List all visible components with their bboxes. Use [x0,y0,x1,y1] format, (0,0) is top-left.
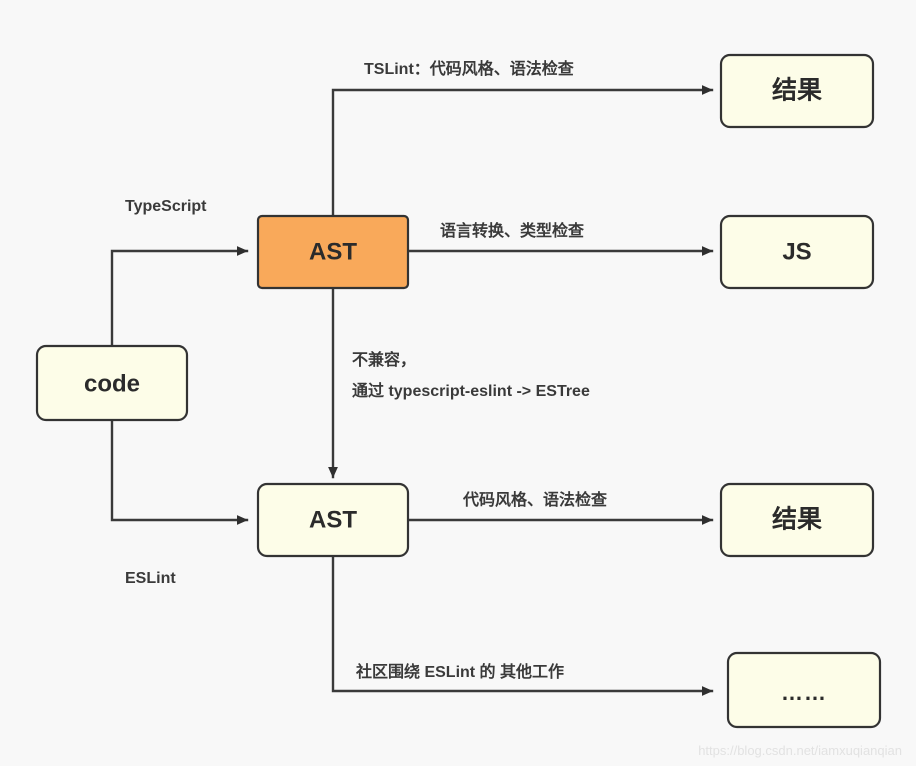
edge-label-tslint: TSLint：代码风格、语法检查 [364,59,574,78]
node-code-label: code [84,370,140,397]
side-label-eslint: ESLint [125,570,176,587]
node-ast-eslint[interactable]: AST [256,482,410,558]
node-js-label: JS [782,238,811,265]
edge-code-to-ast-eslint [110,416,249,525]
node-code-box[interactable] [35,344,189,422]
edge-code-to-ast-typescript [110,246,249,350]
edge-ast-typescript-to-result [331,85,714,218]
edge-label-eslint-check: 代码风格、语法检查 [462,490,607,509]
node-ast-typescript-label: AST [309,238,357,265]
node-result-eslint-box[interactable] [719,482,875,558]
node-ast-eslint-label: AST [309,506,357,533]
node-others-box[interactable] [726,651,882,729]
node-result-tslint[interactable]: 结果 [719,53,875,129]
watermark-url: https://blog.csdn.net/iamxuqianqian [698,743,902,758]
node-code[interactable]: code [35,344,189,422]
edge-label-ts-compile: 语言转换、类型检查 [440,221,584,240]
edge-label-community: 社区围绕 ESLint 的 其他工作 [355,662,564,681]
node-others-label: …… [781,680,827,705]
node-result-tslint-box[interactable] [719,53,875,129]
node-ast-typescript[interactable]: AST [256,214,410,290]
edge-ast-eslint-to-others [331,554,714,696]
side-label-typescript: TypeScript [125,198,207,215]
node-js[interactable]: JS [719,214,875,290]
node-result-eslint[interactable]: 结果 [719,482,875,558]
node-js-box[interactable] [719,214,875,290]
node-ast-eslint-box[interactable] [256,482,410,558]
node-ast-typescript-box[interactable] [256,214,410,290]
node-others[interactable]: …… [726,651,882,729]
node-result-eslint-label: 结果 [772,506,822,534]
node-result-tslint-label: 结果 [772,77,822,105]
edge-label-incompatible-line2: 通过 typescript-eslint -> ESTree [352,381,590,400]
edge-label-incompatible-line1: 不兼容， [352,350,416,369]
